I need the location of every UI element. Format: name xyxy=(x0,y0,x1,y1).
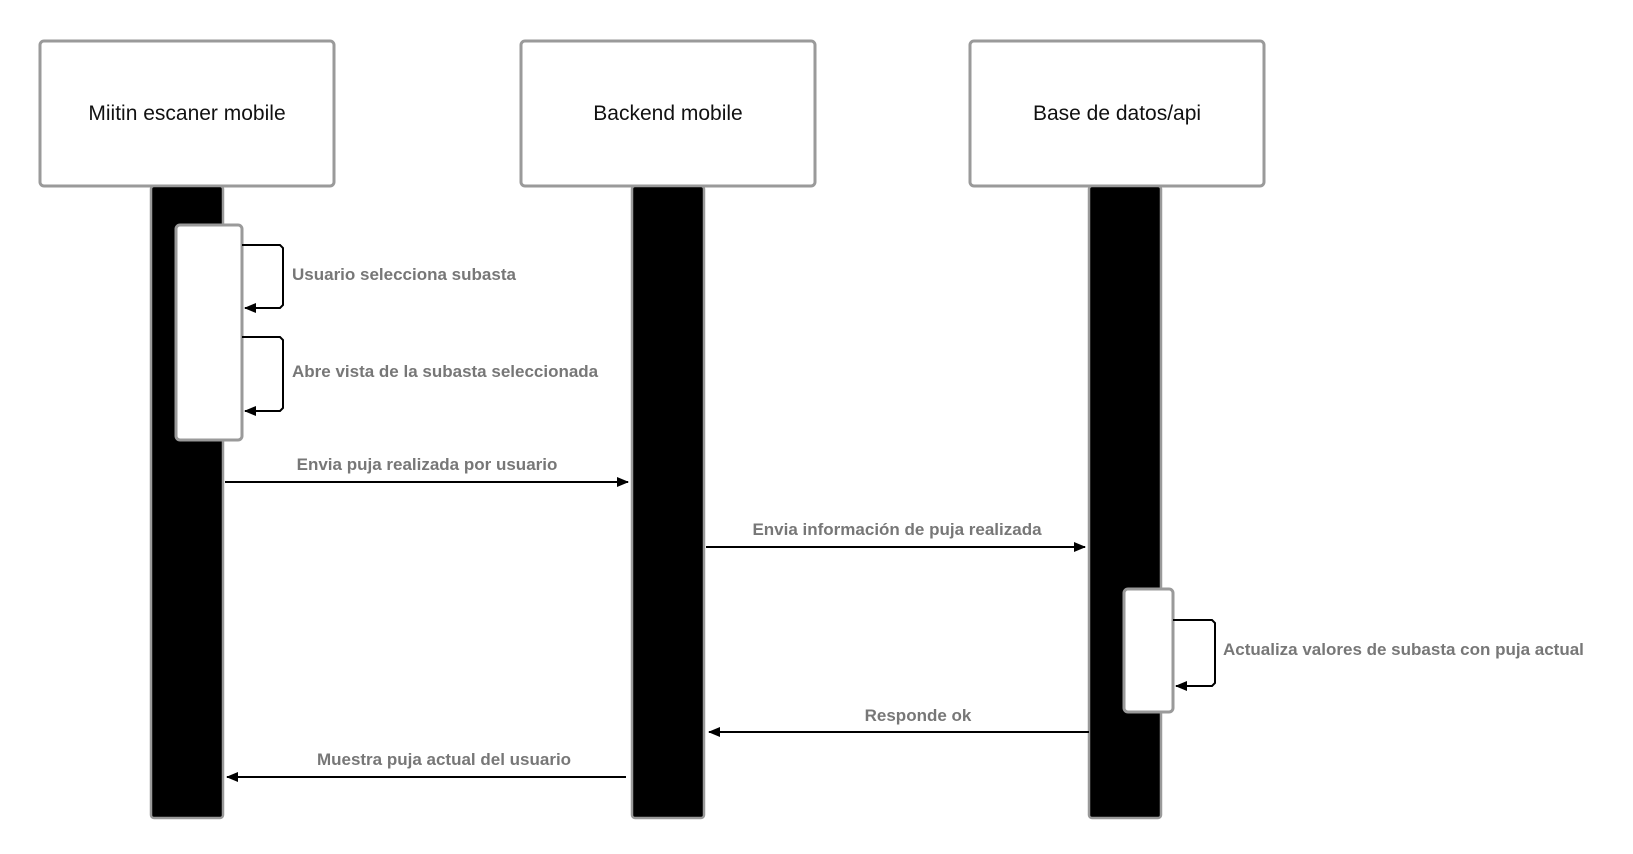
message-label: Muestra puja actual del usuario xyxy=(317,750,571,769)
message-muestra-puja: Muestra puja actual del usuario xyxy=(226,750,626,782)
message-label: Responde ok xyxy=(865,706,972,725)
message-self-actualiza-valores: Actualiza valores de subasta con puja ac… xyxy=(1173,619,1584,691)
lifeline-backend xyxy=(630,184,706,820)
participant-label: Backend mobile xyxy=(593,102,742,125)
participant-backend: Backend mobile xyxy=(519,39,817,188)
self-call-arrow xyxy=(242,336,284,416)
lifeline-base-de-datos xyxy=(1087,184,1163,820)
message-responde-ok: Responde ok xyxy=(708,706,1089,737)
activation-box-miitin xyxy=(174,223,244,442)
message-label: Envia información de puja realizada xyxy=(752,520,1042,539)
activation-box-base-de-datos xyxy=(1122,587,1175,714)
participant-label: Miitin escaner mobile xyxy=(88,102,285,125)
participant-miitin-escaner: Miitin escaner mobile xyxy=(38,39,336,188)
message-label: Actualiza valores de subasta con puja ac… xyxy=(1223,640,1584,659)
self-call-arrow xyxy=(242,244,284,313)
message-self-usuario-selecciona: Usuario selecciona subasta xyxy=(242,244,516,313)
participant-base-de-datos: Base de datos/api xyxy=(968,39,1266,188)
message-label: Envia puja realizada por usuario xyxy=(297,455,558,474)
participant-label: Base de datos/api xyxy=(1033,102,1201,125)
message-envia-puja: Envia puja realizada por usuario xyxy=(225,455,629,487)
message-label: Usuario selecciona subasta xyxy=(292,265,516,284)
message-label: Abre vista de la subasta seleccionada xyxy=(292,362,599,381)
message-self-abre-vista: Abre vista de la subasta seleccionada xyxy=(242,336,599,416)
self-call-arrow xyxy=(1173,619,1216,691)
message-envia-informacion: Envia información de puja realizada xyxy=(706,520,1086,552)
